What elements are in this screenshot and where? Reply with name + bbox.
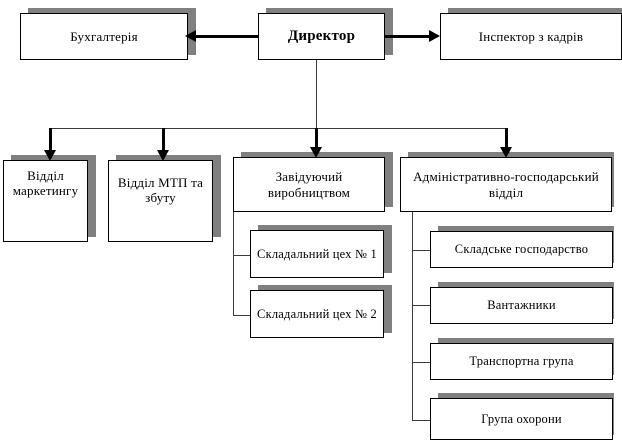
connector-admin-spine [412, 212, 413, 421]
connector-drop-production-manager [315, 128, 318, 149]
connector-production-stub-2 [233, 315, 251, 316]
connector-admin-stub-3 [412, 362, 430, 363]
connector-director-to-accounting [195, 35, 258, 38]
node-security-group[interactable]: Група охорони [430, 398, 613, 440]
node-warehouse[interactable]: Складське господарство [430, 231, 613, 268]
arrowhead-to-accounting [185, 30, 196, 42]
connector-production-spine [233, 212, 234, 316]
arrowhead-mtp-sales [157, 150, 169, 161]
connector-admin-stub-4 [412, 420, 430, 421]
node-accounting-label: Бухгалтерія [70, 28, 138, 44]
connector-production-stub-1 [233, 255, 251, 256]
connector-admin-stub-2 [412, 305, 430, 306]
node-assembly-shop-2-label: Складальний цех № 2 [257, 306, 377, 321]
node-loaders[interactable]: Вантажники [430, 287, 613, 324]
arrowhead-admin-economic [500, 147, 512, 158]
node-loaders-label: Вантажники [487, 298, 556, 313]
node-admin-economic-label: Адміністративно-господарський відділ [413, 169, 599, 200]
arrowhead-marketing [44, 150, 56, 161]
node-accounting[interactable]: Бухгалтерія [20, 13, 188, 60]
connector-drop-admin-economic [505, 128, 508, 149]
node-assembly-shop-2[interactable]: Складальний цех № 2 [250, 290, 384, 338]
connector-admin-stub-1 [412, 250, 430, 251]
node-marketing[interactable]: Відділ маркетингу [3, 160, 88, 242]
node-director-label: Директор [287, 27, 356, 44]
node-hr-inspector[interactable]: Інспектор з кадрів [440, 13, 622, 60]
connector-distribution-bar [50, 128, 507, 129]
connector-drop-marketing [49, 128, 52, 152]
node-hr-inspector-label: Інспектор з кадрів [478, 28, 584, 44]
connector-director-to-hr-inspector [385, 35, 430, 38]
node-mtp-sales[interactable]: Відділ МТП та збуту [108, 160, 213, 242]
node-mtp-sales-label: Відділ МТП та збуту [117, 175, 204, 206]
node-transport-group-label: Транспортна група [469, 354, 574, 369]
node-marketing-label: Відділ маркетингу [12, 168, 79, 199]
node-admin-economic[interactable]: Адміністративно-господарський відділ [400, 157, 612, 212]
connector-director-trunk [316, 60, 317, 128]
connector-drop-mtp-sales [162, 128, 165, 152]
node-assembly-shop-1[interactable]: Складальний цех № 1 [250, 230, 384, 278]
node-transport-group[interactable]: Транспортна група [430, 343, 613, 380]
node-security-group-label: Група охорони [481, 411, 562, 426]
node-director[interactable]: Директор [258, 13, 385, 60]
arrowhead-to-hr-inspector [429, 30, 440, 42]
node-assembly-shop-1-label: Складальний цех № 1 [257, 246, 377, 261]
node-production-manager-label: Завідуючий виробництвом [267, 169, 351, 200]
node-production-manager[interactable]: Завідуючий виробництвом [233, 157, 385, 212]
node-warehouse-label: Складське господарство [454, 242, 589, 257]
arrowhead-production-manager [310, 147, 322, 158]
